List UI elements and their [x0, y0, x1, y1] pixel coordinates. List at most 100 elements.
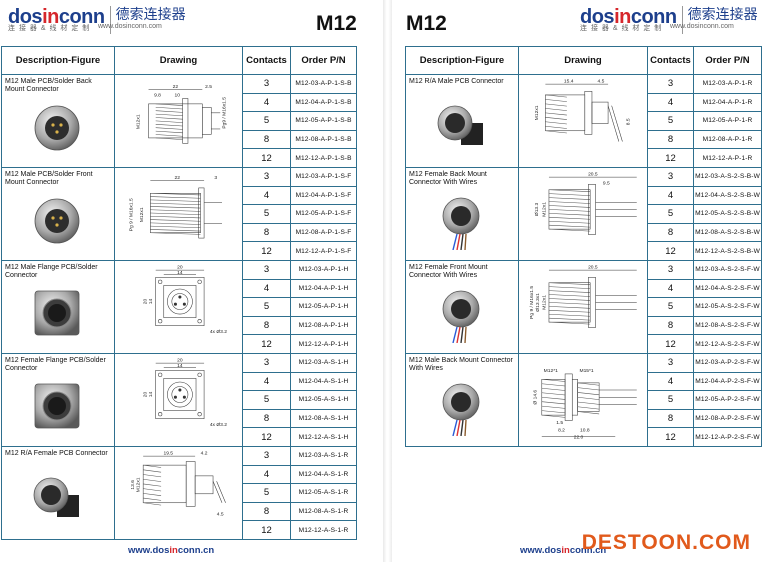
- order-pn-cell: M12-08-A-S-1-R: [290, 501, 357, 522]
- table-row: M12 Male PCB/Solder Back Mount Connector…: [1, 74, 357, 168]
- contacts-cell: 3: [242, 74, 291, 94]
- brand-chinese: 德索连接器: [687, 7, 758, 23]
- order-pn-cell: M12-03-A-S-2-S-B-W: [693, 167, 762, 187]
- contacts-cell: 3: [647, 74, 694, 94]
- dimension-label: M12*1: [544, 368, 558, 374]
- dimension-label: 20: [143, 299, 149, 305]
- description-label: M12 Female Front Mount Connector With Wi…: [409, 264, 488, 279]
- dimension-label: 4.5: [217, 511, 224, 517]
- page-title: M12: [406, 12, 447, 35]
- dimension-label: 8.5: [626, 118, 632, 125]
- page-gutter: [383, 0, 392, 562]
- dimension-label: 15.4: [564, 78, 574, 84]
- order-pn-cell: M12-12-A-S-1-H: [290, 427, 357, 447]
- brand-wordmark: dosinconn: [8, 6, 105, 28]
- description-label: M12 Female Back Mount Connector With Wir…: [409, 171, 487, 186]
- header-order-pn: Order P/N: [693, 46, 762, 75]
- contacts-cell: 3: [242, 446, 291, 466]
- order-pn-cell: M12-08-A-S-2-S-F-W: [693, 315, 762, 336]
- contacts-cell: 4: [242, 464, 291, 485]
- contacts-cell: 4: [242, 371, 291, 392]
- spec-table: Description-Figure Drawing Contacts Orde…: [1, 46, 357, 540]
- contacts-cell: 12: [242, 148, 291, 168]
- contacts-cell: 8: [647, 222, 694, 243]
- header-contacts: Contacts: [647, 46, 694, 75]
- contacts-cell: 12: [647, 427, 694, 447]
- order-pn-cell: M12-03-A-S-2-S-F-W: [693, 260, 762, 280]
- contacts-cell: 5: [647, 390, 694, 410]
- dimension-label: M12x1: [541, 295, 547, 310]
- description-cell: M12 Male PCB/Solder Front Mount Connecto…: [1, 167, 115, 261]
- contacts-cell: 4: [647, 278, 694, 299]
- footer-url[interactable]: www.dosinconn.cn: [520, 545, 607, 556]
- contacts-cell: 5: [242, 204, 291, 224]
- order-pn-cell: M12-12-A-P-1-S-F: [290, 241, 357, 261]
- description-label: M12 Male Back Mount Connector With Wires: [409, 357, 513, 372]
- order-pn-cell: M12-04-A-P-1-S-F: [290, 185, 357, 206]
- dimension-label: 9.8: [154, 93, 161, 99]
- connector-photo: [437, 105, 483, 145]
- order-pn-cell: M12-03-A-S-1-H: [290, 353, 357, 373]
- contacts-cell: 8: [242, 315, 291, 336]
- contacts-cell: 12: [647, 241, 694, 261]
- contacts-cell: 5: [242, 390, 291, 410]
- description-cell: M12 Male Flange PCB/Solder Connector: [1, 260, 115, 354]
- contacts-cell: 3: [242, 260, 291, 280]
- contacts-cell: 12: [242, 334, 291, 354]
- contacts-cell: 3: [647, 260, 694, 280]
- header-drawing: Drawing: [518, 46, 648, 75]
- order-pn-cell: M12-04-A-S-1-H: [290, 371, 357, 392]
- order-pn-cell: M12-12-A-P-2-S-F-W: [693, 427, 762, 447]
- contacts-cell: 8: [242, 501, 291, 522]
- footer-url[interactable]: www.dosinconn.cn: [128, 545, 215, 556]
- dimension-label: Pg 9 / M16x1.5: [128, 198, 134, 231]
- table-row: M12 Male PCB/Solder Front Mount Connecto…: [1, 167, 357, 261]
- dimension-label: 3: [214, 175, 217, 181]
- order-pn-cell: M12-03-A-P-1-R: [693, 74, 762, 94]
- connector-photo: [442, 197, 480, 250]
- table-row: M12 Male Back Mount Connector With Wires…: [405, 353, 762, 447]
- description-label: M12 Male PCB/Solder Front Mount Connecto…: [5, 171, 93, 186]
- table-row: M12 Female Back Mount Connector With Wir…: [405, 167, 762, 261]
- brand-wordmark: dosinconn: [580, 6, 677, 28]
- contacts-cell: 3: [647, 353, 694, 373]
- dimension-label: 4.5: [598, 78, 605, 84]
- order-pn-cell: M12-04-A-P-2-S-F-W: [693, 371, 762, 392]
- contacts-cell: 5: [242, 483, 291, 503]
- dimension-label: 19.5: [163, 450, 173, 456]
- order-pn-cell: M12-08-A-P-2-S-F-W: [693, 408, 762, 429]
- description-cell: M12 R/A Male PCB Connector: [405, 74, 519, 168]
- brand-tagline-url: www.dosinconn.com: [98, 23, 162, 30]
- description-cell: M12 Female Back Mount Connector With Wir…: [405, 167, 519, 261]
- description-cell: M12 Female Front Mount Connector With Wi…: [405, 260, 519, 354]
